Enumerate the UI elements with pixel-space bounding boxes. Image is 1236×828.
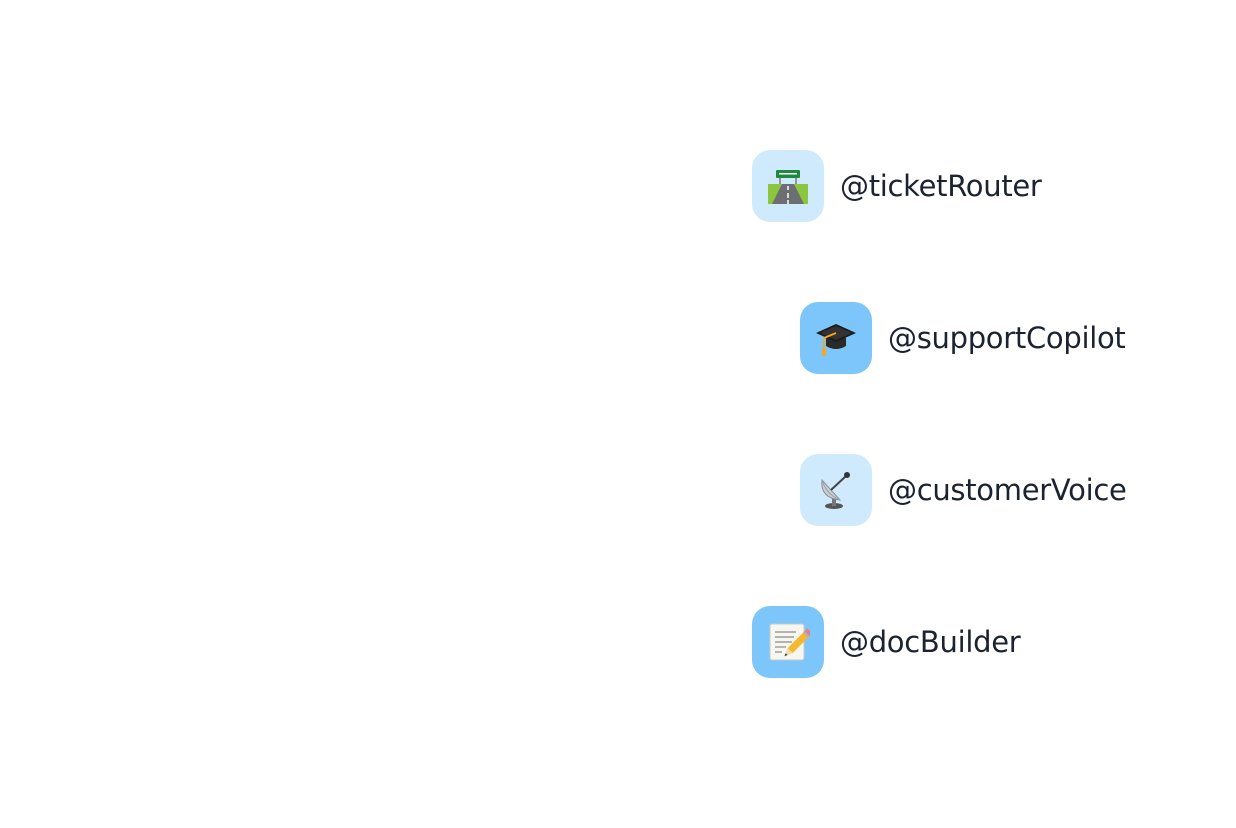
agent-avatar xyxy=(800,454,872,526)
agent-handle: @ticketRouter xyxy=(840,169,1042,203)
satellite-antenna-icon xyxy=(814,468,858,512)
agent-item-ticket-router[interactable]: @ticketRouter xyxy=(752,150,1042,222)
agent-handle: @customerVoice xyxy=(888,473,1127,507)
graduation-cap-icon xyxy=(814,316,858,360)
memo-icon xyxy=(766,620,810,664)
agent-item-customer-voice[interactable]: @customerVoice xyxy=(800,454,1127,526)
agent-handle: @docBuilder xyxy=(840,625,1021,659)
agent-item-support-copilot[interactable]: @supportCopilot xyxy=(800,302,1126,374)
agent-avatar xyxy=(752,606,824,678)
agent-handle: @supportCopilot xyxy=(888,321,1126,355)
agent-item-doc-builder[interactable]: @docBuilder xyxy=(752,606,1021,678)
motorway-icon xyxy=(766,164,810,208)
agent-avatar xyxy=(800,302,872,374)
agent-avatar xyxy=(752,150,824,222)
